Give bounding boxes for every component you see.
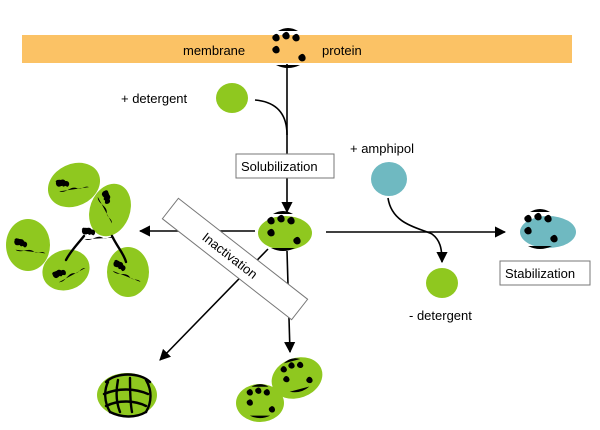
amphipol-protein-complex [520,216,576,248]
amphipol-exchange-curve [387,197,448,264]
released-detergent-icon [426,268,458,298]
misfolded-protein-icon [102,373,152,418]
unfolded-aggregate [6,162,149,297]
plus-detergent-label: + detergent [121,91,188,106]
detergent-join-curve [254,99,288,136]
solubilization-label: Solubilization [241,159,318,174]
detergent-micelle-icon [216,83,248,113]
misfolded-protein-micelle [97,373,157,417]
inactivation-box [161,197,309,321]
minus-detergent-label: - detergent [409,308,472,323]
membrane-label: membrane [183,43,245,58]
plus-amphipol-label: + amphipol [350,141,414,156]
solubilization-box [235,153,335,179]
stabilization-label: Stabilization [505,266,575,281]
amphipol-icon [371,162,407,196]
solubilized-protein-micelle [258,216,312,250]
oligomer-aggregate [236,354,323,422]
protein-label: protein [322,43,362,58]
stabilization-box [499,260,591,286]
